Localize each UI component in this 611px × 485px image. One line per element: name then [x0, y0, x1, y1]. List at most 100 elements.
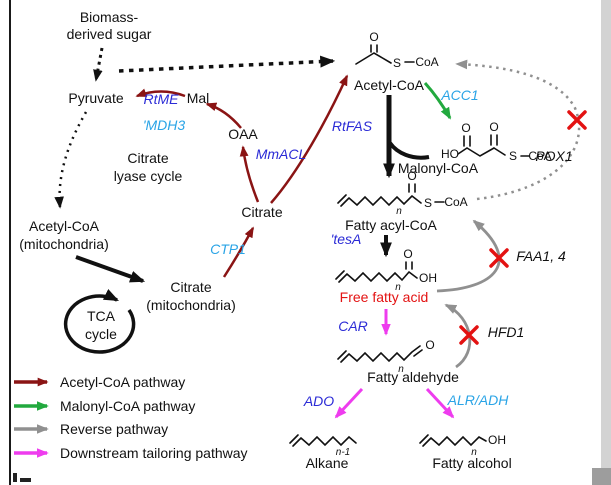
- label-acetyl-coa: Acetyl-CoA: [354, 77, 425, 93]
- structure-alkane: n-1: [289, 434, 357, 458]
- acetyl-coa-label: CoA: [415, 55, 438, 69]
- screenshot-artifacts: [9, 0, 611, 485]
- aldehyde-n: n: [398, 364, 404, 375]
- alcohol-oh: OH: [488, 433, 506, 447]
- enzyme-alr-adh: ALR/ADH: [447, 392, 510, 408]
- bottom-right-corner-box: [592, 468, 611, 485]
- fattyacyl-coa-label: CoA: [444, 195, 467, 209]
- legend: Acetyl-CoA pathway Malonyl-CoA pathway R…: [14, 374, 248, 461]
- malonyl-coa-label: CoA: [528, 149, 551, 163]
- arrow-pox1-betaoxidation: [455, 59, 581, 201]
- arrow-acc1-acetylcoa-to-malonylcoa: [423, 81, 452, 120]
- enzyme-tesa: 'tesA: [331, 231, 362, 247]
- enzyme-rtme: RtME: [144, 91, 180, 107]
- aldehyde-o: O: [425, 338, 434, 352]
- legend-label-malonyl: Malonyl-CoA pathway: [60, 398, 195, 414]
- arrow-biomass-to-pyruvate: [93, 47, 104, 82]
- arrow-mmacl-citrate-to-acetylcoa: [270, 74, 349, 204]
- fattyacyl-o: O: [407, 169, 416, 183]
- enzyme-labels: RtME 'MDH3 MmACL RtFAS ACC1 CTP1 'tesA C…: [143, 87, 573, 409]
- fattyacyl-n: n: [396, 206, 402, 217]
- arrow-alradh-aldehyde-to-alcohol: [425, 387, 455, 419]
- enzyme-hfd1: HFD1: [488, 324, 525, 340]
- acetyl-skeleton: [355, 44, 415, 65]
- label-citrate-mito-line2: (mitochondria): [146, 297, 235, 313]
- fattyacyl-skeleton: [337, 183, 445, 207]
- arrow-ado-aldehyde-to-alkane: [334, 387, 364, 419]
- label-alkane: Alkane: [306, 455, 349, 471]
- tca-cycle-circle-arrow: [63, 289, 136, 354]
- alcohol-n: n: [471, 447, 477, 458]
- arrows: [54, 47, 587, 419]
- enzyme-rtfas: RtFAS: [332, 118, 373, 134]
- enzyme-ado: ADO: [303, 393, 334, 409]
- right-edge-strip: [601, 0, 611, 485]
- label-citrate-lyase-line1: Citrate: [127, 150, 168, 166]
- label-mal: Mal: [187, 90, 210, 106]
- knockout-x-pox1: [567, 110, 587, 130]
- enzyme-ctp1: CTP1: [210, 241, 246, 257]
- enzyme-car: CAR: [338, 318, 368, 334]
- alcohol-skeleton: [419, 434, 487, 447]
- ffa-skeleton: [335, 261, 418, 283]
- structure-fatty-aldehyde: O n: [337, 338, 435, 375]
- metabolite-labels: Biomass- derived sugar Pyruvate Mal OAA …: [19, 9, 511, 471]
- enzyme-mmacl: MmACL: [256, 146, 307, 162]
- label-biomass-line1: Biomass-: [80, 9, 139, 25]
- enzyme-pox1: POX1: [535, 148, 572, 164]
- enzyme-mdh3: 'MDH3: [143, 117, 186, 133]
- label-citrate-lyase-line2: lyase cycle: [114, 168, 183, 184]
- label-fatty-aldehyde: Fatty aldehyde: [367, 369, 459, 385]
- malonyl-skeleton: [457, 134, 530, 157]
- structure-free-fatty-acid: O OH n: [335, 247, 437, 293]
- fattyacyl-s: S: [424, 196, 432, 210]
- arrow-ctp1-citrate-mito-to-citrate: [222, 226, 255, 278]
- label-tca-line2: cycle: [85, 326, 117, 342]
- arrow-mdh3-oaa-to-mal: [205, 102, 242, 129]
- label-fatty-acyl-coa: Fatty acyl-CoA: [345, 217, 437, 233]
- acetyl-o: O: [369, 30, 378, 44]
- enzyme-faa1-4: FAA1, 4: [516, 248, 566, 264]
- structure-fatty-acyl-coa: O S CoA n: [337, 169, 468, 217]
- structure-acetyl-coa: O S CoA: [355, 30, 439, 70]
- alkane-skeleton: [289, 434, 357, 447]
- knockout-x-hfd1: [459, 325, 479, 345]
- malonyl-s: S: [509, 149, 517, 163]
- label-acetyl-mito-line2: (mitochondria): [19, 236, 108, 252]
- arrow-faa-ffa-to-fattyacylcoa: [436, 219, 501, 293]
- label-oaa: OAA: [228, 126, 258, 142]
- bottom-left-marks: [13, 473, 31, 482]
- malonyl-ho: HO: [441, 147, 459, 161]
- acetyl-s: S: [393, 56, 401, 70]
- ffa-o: O: [403, 247, 412, 261]
- label-biomass-line2: derived sugar: [67, 26, 152, 42]
- legend-label-acetyl: Acetyl-CoA pathway: [60, 374, 185, 390]
- label-pyruvate: Pyruvate: [68, 90, 123, 106]
- malonyl-o1: O: [461, 121, 470, 135]
- label-citrate: Citrate: [241, 204, 282, 220]
- legend-label-tailoring: Downstream tailoring pathway: [60, 445, 248, 461]
- arrow-biomass-to-acetylcoa: [118, 55, 336, 73]
- malonyl-o2: O: [489, 120, 498, 134]
- structure-malonyl-coa: O O HO S CoA: [441, 120, 552, 163]
- aldehyde-skeleton: [337, 345, 423, 363]
- structure-fatty-alcohol: OH n: [419, 433, 506, 458]
- knockout-marks: [459, 110, 587, 345]
- enzyme-acc1: ACC1: [440, 87, 478, 103]
- label-acetyl-mito-line1: Acetyl-CoA: [29, 218, 100, 234]
- label-fatty-alcohol: Fatty alcohol: [432, 455, 511, 471]
- label-tca-line1: TCA: [87, 308, 116, 324]
- arrow-citrate-to-oaa: [239, 145, 260, 203]
- ffa-n: n: [395, 282, 401, 293]
- label-malonyl-coa: Malonyl-CoA: [398, 160, 479, 176]
- alkane-n-minus-1: n-1: [336, 447, 350, 458]
- label-citrate-mito-line1: Citrate: [170, 279, 211, 295]
- arrow-acetylmito-to-citratemito: [75, 255, 146, 283]
- arrow-pyruvate-to-acetylcoa-mito: [54, 111, 88, 209]
- connector-malonylcoa-to-rtfas-arrow: [388, 141, 430, 160]
- label-free-fatty-acid: Free fatty acid: [340, 289, 429, 305]
- arrow-rtme-mal-to-pyruvate: [135, 88, 186, 98]
- knockout-x-faa: [489, 248, 509, 268]
